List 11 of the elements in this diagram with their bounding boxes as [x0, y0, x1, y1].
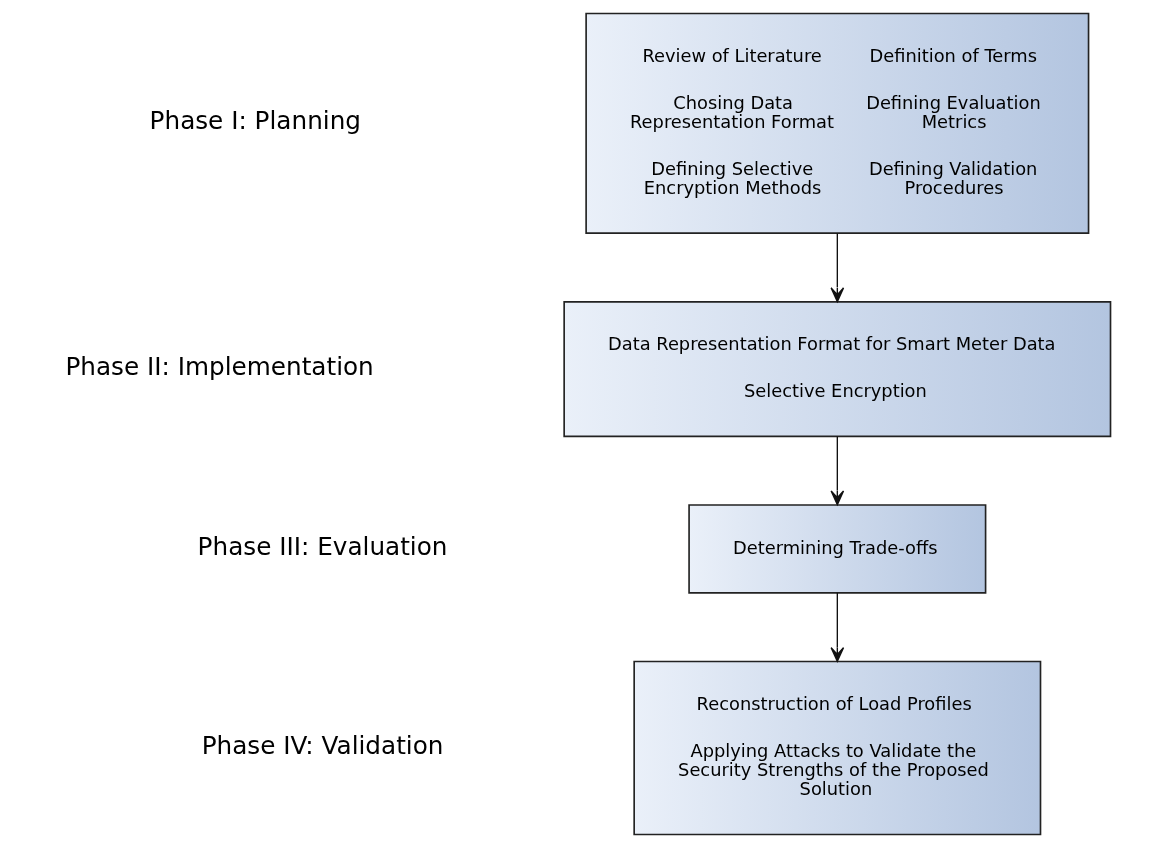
node-box: Determining Trade-offs [688, 504, 987, 594]
arrow [830, 435, 845, 506]
arrow [830, 232, 845, 303]
label: Phase IV: Validation [201, 731, 444, 761]
node-box: Data Representation Format for Smart Meter Data Selective Encryption [563, 301, 1112, 438]
label: Phase III: Evaluation [197, 531, 448, 561]
label: Phase II: Implementation [65, 352, 374, 382]
label: Phase I: Planning [149, 106, 361, 136]
node-box: Reconstruction of Load Profiles Applying Attacks to Validate the Security Strengths of the Proposed Solution [633, 660, 1042, 836]
node-box: Review of Literature Definition of Terms Chosing Data Representation Format Defining Evaluation Metrics Defining Selective Encryption Methods Defining Validation Procedures [585, 12, 1090, 234]
arrow [830, 592, 845, 662]
